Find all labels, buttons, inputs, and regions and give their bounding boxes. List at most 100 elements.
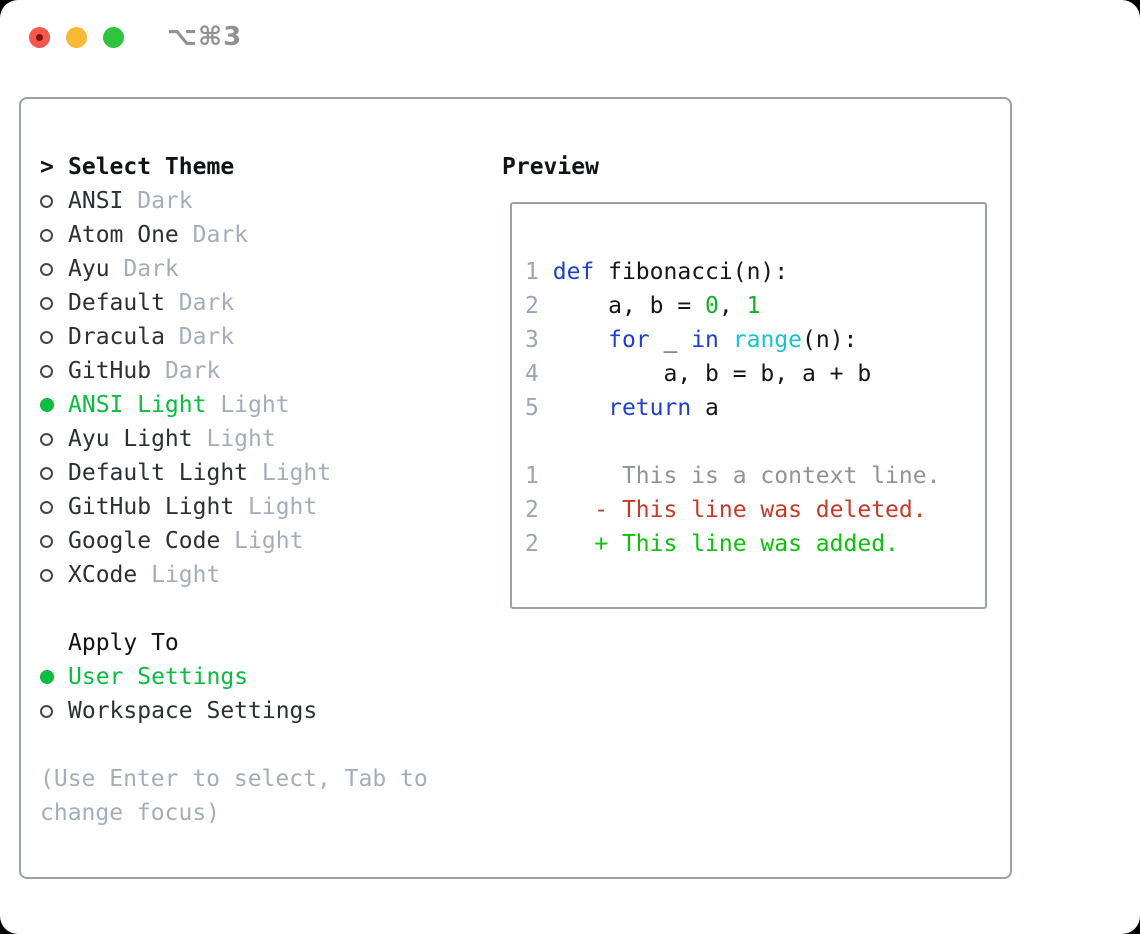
radio-unselected-icon [40, 466, 68, 480]
radio-unselected-icon [40, 534, 68, 548]
code-line: 1 This is a context line. [525, 459, 985, 493]
option-label: Workspace Settings [68, 698, 318, 724]
code-token [539, 327, 608, 353]
apply-to-header: Apply To [40, 626, 480, 660]
code-token [539, 259, 553, 285]
line-number: 1 [525, 463, 539, 489]
option-label: Ayu [68, 256, 110, 282]
theme-variant-label: Light [137, 562, 221, 588]
radio-unselected-icon [40, 262, 68, 276]
line-number: 2 [525, 293, 539, 319]
code-token: a, b = [538, 293, 706, 319]
radio-unselected-icon [40, 704, 68, 718]
code-token: 1 [746, 293, 761, 319]
theme-variant-label: Light [192, 426, 276, 452]
theme-option-github[interactable]: GitHub Dark [40, 354, 480, 388]
theme-variant-label: Light [220, 528, 304, 554]
option-label: Atom One [68, 222, 179, 248]
minimize-button[interactable] [66, 27, 87, 48]
select-theme-title: Select Theme [68, 154, 235, 180]
apply-to-title: Apply To [68, 630, 179, 656]
hint-text: (Use Enter to select, Tab to change focu… [40, 766, 428, 826]
radio-selected-icon [40, 398, 68, 412]
window-title: ⌥⌘3 [167, 22, 243, 52]
code-token: + This line was added. [538, 531, 899, 557]
code-token: return [608, 395, 692, 421]
option-label: User Settings [68, 664, 249, 690]
code-token: 0 [705, 293, 719, 319]
theme-option-atom-one[interactable]: Atom One Dark [40, 218, 480, 252]
option-label: Dracula [68, 324, 165, 350]
code-token: range [732, 327, 803, 353]
line-number: 3 [525, 327, 539, 353]
code-line: 1 def fibonacci(n): [525, 255, 985, 289]
theme-variant-label: Dark [164, 290, 235, 316]
theme-option-default-light[interactable]: Default Light Light [40, 456, 480, 490]
code-token: def [552, 259, 595, 285]
maximize-button[interactable] [103, 27, 124, 48]
code-token: in [691, 327, 719, 353]
theme-variant-label: Dark [178, 222, 249, 248]
code-token: (n): [802, 327, 858, 353]
select-theme-header: > Select Theme [40, 150, 480, 184]
option-label: Default Light [68, 460, 249, 486]
option-label: GitHub Light [68, 494, 235, 520]
theme-option-ansi[interactable]: ANSI Dark [40, 184, 480, 218]
theme-variant-label: Light [234, 494, 318, 520]
option-label: XCode [68, 562, 138, 588]
apply-option-workspace-settings[interactable]: Workspace Settings [40, 694, 480, 728]
code-line: 4 a, b = b, a + b [525, 357, 985, 391]
cursor-prefix-icon: > [40, 154, 54, 180]
theme-variant-label: Dark [151, 358, 221, 384]
radio-unselected-icon [40, 228, 68, 242]
code-token: , [718, 293, 747, 319]
theme-option-ayu-light[interactable]: Ayu Light Light [40, 422, 480, 456]
theme-option-ansi-light[interactable]: ANSI Light Light [40, 388, 480, 422]
theme-variant-label: Dark [123, 188, 193, 214]
code-token: a [691, 395, 719, 421]
line-number: 5 [525, 395, 539, 421]
theme-option-github-light[interactable]: GitHub Light Light [40, 490, 480, 524]
theme-option-ayu[interactable]: Ayu Dark [40, 252, 480, 286]
radio-unselected-icon [40, 364, 68, 378]
code-token: - This line was deleted. [538, 497, 927, 523]
line-number: 2 [525, 497, 539, 523]
option-label: ANSI [68, 188, 124, 214]
code-token [539, 395, 608, 421]
code-token: a, b = b, a + b [538, 361, 872, 387]
theme-option-dracula[interactable]: Dracula Dark [40, 320, 480, 354]
close-button[interactable] [29, 27, 50, 48]
code-line: 2 - This line was deleted. [525, 493, 985, 527]
theme-variant-label: Dark [109, 256, 179, 282]
code-line [525, 425, 985, 459]
option-label: Default [68, 290, 165, 316]
radio-unselected-icon [40, 194, 68, 208]
option-label: Google Code [68, 528, 221, 554]
close-dot-icon [36, 34, 43, 41]
code-line: 5 return a [525, 391, 985, 425]
radio-unselected-icon [40, 330, 68, 344]
theme-variant-label: Dark [164, 324, 235, 350]
preview-title: Preview [502, 154, 599, 180]
theme-option-xcode[interactable]: XCode Light [40, 558, 480, 592]
code-token: for [608, 327, 650, 353]
radio-unselected-icon [40, 296, 68, 310]
traffic-lights [29, 27, 124, 48]
radio-selected-icon [40, 670, 68, 684]
option-label: Ayu Light [68, 426, 193, 452]
line-number: 2 [525, 531, 539, 557]
line-number: 1 [525, 259, 539, 285]
theme-option-google-code[interactable]: Google Code Light [40, 524, 480, 558]
code-token [719, 327, 733, 353]
code-token: _ [649, 327, 692, 353]
apply-option-user-settings[interactable]: User Settings [40, 660, 480, 694]
radio-unselected-icon [40, 568, 68, 582]
theme-option-default[interactable]: Default Dark [40, 286, 480, 320]
